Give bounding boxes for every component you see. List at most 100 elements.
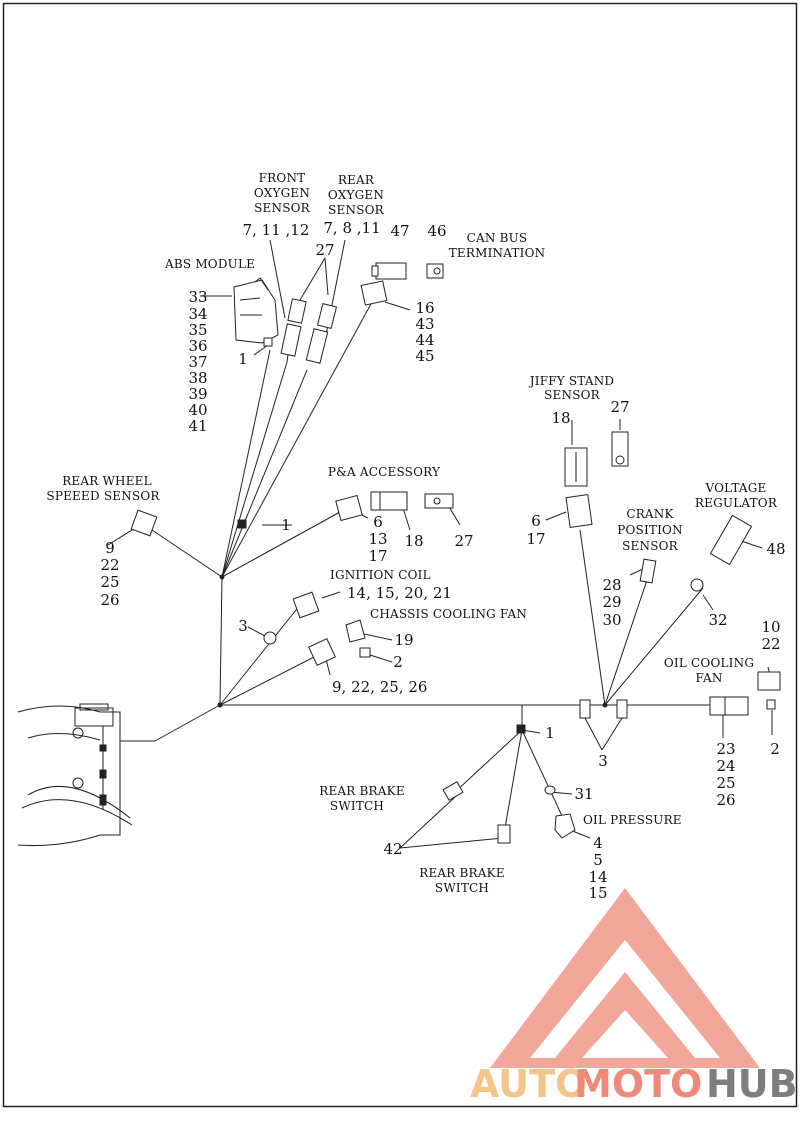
callout-abs-38: 38	[188, 369, 207, 387]
oil-cooling-fan-plug-10	[757, 671, 781, 691]
oil-pressure-clip-31	[544, 785, 556, 795]
callout-rear-o2: 7, 8 ,11	[323, 219, 380, 237]
label-crank-2: POSITION	[617, 523, 683, 537]
callout-fan-19: 19	[394, 631, 413, 649]
callout-ignition: 14, 15, 20, 21	[347, 584, 452, 602]
connector-16	[360, 280, 388, 306]
rear-brake-switch-upper-connector	[442, 781, 464, 801]
components	[130, 262, 781, 844]
callout-abs-37: 37	[188, 353, 207, 371]
callout-pa-13: 13	[368, 530, 387, 548]
callout-oil-15: 15	[588, 884, 607, 902]
callout-abs-40: 40	[188, 401, 207, 419]
callout-vr-32: 32	[708, 611, 727, 629]
label-jiffy-stand-2: SENSOR	[544, 388, 601, 402]
label-oil-cooling-fan-1: OIL COOLING	[664, 656, 754, 670]
callout-pa-6: 6	[373, 513, 383, 531]
callout-jiffy-6: 6	[531, 512, 541, 530]
label-rear-brake-lower-1: REAR BRAKE	[419, 866, 505, 880]
watermark-moto: MOTO	[574, 1062, 702, 1106]
label-front-oxygen-3: SENSOR	[254, 201, 311, 215]
callout-abs-34: 34	[188, 305, 207, 323]
oil-cooling-fan-connector	[709, 696, 749, 716]
component-labels: FRONT OXYGEN SENSOR REAR OXYGEN SENSOR A…	[46, 171, 777, 895]
label-ignition-coil: IGNITION COIL	[330, 568, 431, 582]
label-rear-brake-lower-2: SWITCH	[435, 881, 489, 895]
label-rear-wheel-speed-2: SPEEED SENSOR	[46, 489, 160, 503]
label-oil-cooling-fan-2: FAN	[695, 671, 722, 685]
callout-ocf-2: 2	[770, 740, 780, 758]
label-front-oxygen-1: FRONT	[259, 171, 306, 185]
label-chassis-fan: CHASSIS COOLING FAN	[370, 607, 527, 621]
crank-position-sensor-connector	[639, 558, 657, 584]
label-rear-oxygen-2: OXYGEN	[328, 188, 384, 202]
label-voltage-regulator-1: VOLTAGE	[704, 481, 766, 495]
callout-brake-42: 42	[383, 840, 402, 858]
diagram-border	[2, 2, 798, 1108]
callout-numbers: 7, 11 ,12 7, 8 ,11 27 47 46 33 34 35 36 …	[100, 219, 785, 902]
chassis-fan-pin-2	[359, 647, 371, 658]
label-can-bus-2: TERMINATION	[449, 246, 546, 260]
voltage-regulator-grommet-32	[690, 578, 704, 592]
callout-ocf-26: 26	[716, 791, 735, 809]
harness-wires	[107, 239, 773, 849]
callout-abs-39: 39	[188, 385, 207, 403]
callout-44: 44	[415, 331, 434, 349]
callout-rws-9: 9	[105, 539, 115, 557]
front-oxygen-sensor-connector	[280, 298, 307, 363]
ignition-coil-connector	[292, 591, 320, 619]
callout-jiffy-18: 18	[551, 409, 570, 427]
label-crank-3: SENSOR	[622, 539, 679, 553]
callout-jiffy-17: 17	[526, 530, 545, 548]
callout-ocf-24: 24	[716, 757, 735, 775]
watermark-logo	[490, 888, 760, 1068]
label-abs-module: ABS MODULE	[164, 257, 255, 271]
callout-rws-25: 25	[100, 573, 119, 591]
callout-harness-3: 3	[598, 752, 608, 770]
callout-crank-29: 29	[602, 593, 621, 611]
callout-ocf-25: 25	[716, 774, 735, 792]
label-crank-1: CRANK	[626, 507, 674, 521]
callout-abs-36: 36	[188, 337, 207, 355]
callout-front-o2: 7, 11 ,12	[243, 221, 310, 239]
callout-abs-41: 41	[188, 417, 207, 435]
callout-fan-list: 9, 22, 25, 26	[332, 678, 427, 696]
callout-fan-2: 2	[393, 653, 403, 671]
can-bus-connector-47	[375, 262, 407, 280]
label-pa-accessory: P&A ACCESSORY	[328, 465, 441, 479]
callout-crank-30: 30	[602, 611, 621, 629]
label-front-oxygen-2: OXYGEN	[254, 186, 310, 200]
callout-harness-1-upper: 1	[281, 516, 291, 534]
callout-rws-26: 26	[100, 591, 119, 609]
harness-tie-1-lower	[516, 724, 526, 734]
label-rear-oxygen-1: REAR	[338, 173, 375, 187]
label-can-bus-1: CAN BUS	[467, 231, 528, 245]
rear-wheel-speed-sensor-connector	[130, 509, 158, 537]
jiffy-stand-clip-27	[611, 431, 629, 467]
label-rear-oxygen-3: SENSOR	[328, 203, 385, 217]
pa-accessory-connector	[335, 494, 363, 522]
rear-brake-switch-lower-connector	[497, 824, 511, 844]
label-jiffy-stand-1: JIFFY STAND	[528, 374, 615, 388]
callout-ocf-22: 22	[761, 635, 780, 653]
abs-module-icon	[233, 277, 279, 347]
callout-abs-1: 1	[238, 350, 248, 368]
oil-cooling-fan-pin-2	[766, 699, 776, 710]
callout-oil-31: 31	[574, 785, 593, 803]
harness-clip-3-left	[579, 699, 591, 719]
ignition-coil-grommet-3	[263, 631, 277, 645]
callout-can-46: 46	[427, 222, 446, 240]
oil-pressure-sensor	[554, 813, 576, 839]
chassis-frame-drawing	[17, 703, 155, 847]
callout-can-47: 47	[390, 222, 409, 240]
callout-crank-28: 28	[602, 576, 621, 594]
harness-tie-1-upper	[237, 519, 247, 529]
callout-43: 43	[415, 315, 434, 333]
callout-45: 45	[415, 347, 434, 365]
label-rear-brake-upper-1: REAR BRAKE	[319, 784, 405, 798]
callout-oil-5: 5	[593, 851, 603, 869]
callout-abs-35: 35	[188, 321, 207, 339]
pa-accessory-connector-18	[370, 491, 408, 511]
callout-pa-18: 18	[404, 532, 423, 550]
